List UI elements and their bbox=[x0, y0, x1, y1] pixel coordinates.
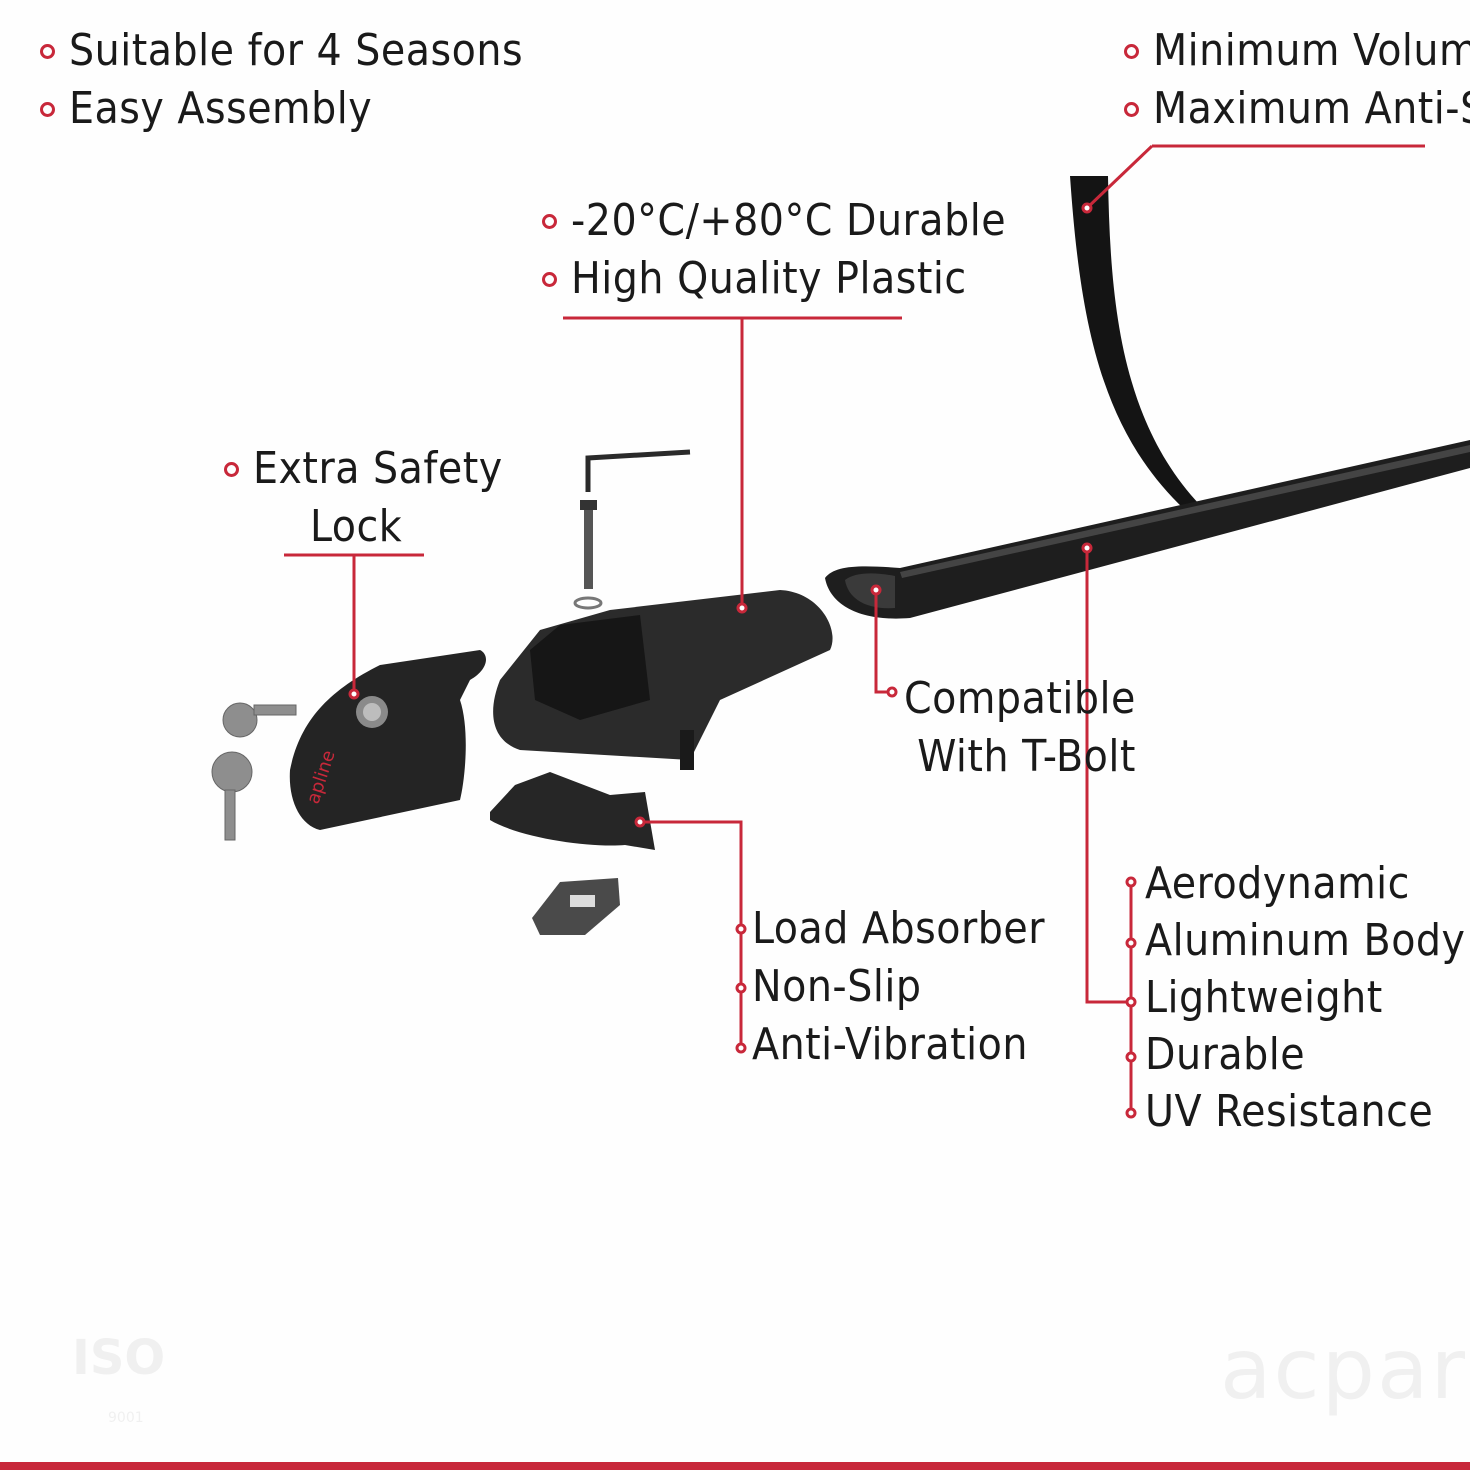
load-absorber-pad bbox=[490, 772, 655, 850]
foot-feature-list: -20°C/+80°C Durable High Quality Plastic bbox=[542, 192, 1006, 308]
bar-feature-item: Aluminum Body bbox=[1145, 915, 1466, 966]
lock-callout-row: Extra Safety bbox=[224, 440, 503, 498]
feature-text: Maximum Anti-Slip bbox=[1153, 83, 1470, 134]
iso-number-watermark: 9001 bbox=[108, 1410, 144, 1426]
feature-text: Suitable for 4 Seasons bbox=[69, 25, 524, 76]
bullet-icon bbox=[1124, 43, 1139, 59]
lock-foot bbox=[289, 650, 486, 830]
feature-text: -20°C/+80°C Durable bbox=[571, 195, 1007, 246]
tbolt-callout-line2: With T-Bolt bbox=[917, 731, 1136, 782]
iso-watermark: ISO bbox=[72, 1330, 166, 1386]
feature-text: High Quality Plastic bbox=[571, 253, 967, 304]
bullet-icon bbox=[224, 461, 239, 477]
feature-item: Minimum Volume bbox=[1124, 22, 1470, 80]
bullet-icon bbox=[542, 271, 557, 287]
bar-feature-item: UV Resistance bbox=[1145, 1086, 1434, 1137]
keys-icon bbox=[211, 702, 297, 841]
tbolt-callout-line1: Compatible bbox=[904, 673, 1136, 724]
pad-feature-list: Load Absorber Non-Slip Anti-Vibration bbox=[752, 900, 1045, 1074]
pad-feature-item: Non-Slip bbox=[752, 961, 922, 1012]
washer bbox=[573, 596, 603, 610]
bar-feature-item: Lightweight bbox=[1145, 972, 1383, 1023]
feature-item: Easy Assembly bbox=[40, 80, 523, 138]
bar-feature-item: Durable bbox=[1145, 1029, 1306, 1080]
feature-item: Suitable for 4 Seasons bbox=[40, 22, 523, 80]
bar-feature-item: Aerodynamic bbox=[1145, 858, 1410, 909]
feature-item: Maximum Anti-Slip bbox=[1124, 80, 1470, 138]
bolt bbox=[584, 504, 593, 589]
lock-callout-line1: Extra Safety bbox=[253, 443, 503, 494]
bar-feature-list: Aerodynamic Aluminum Body Lightweight Du… bbox=[1145, 855, 1465, 1140]
allen-key bbox=[585, 449, 691, 492]
rubber-strip bbox=[1070, 176, 1200, 510]
feature-item: High Quality Plastic bbox=[542, 250, 1006, 308]
lock-callout: Extra Safety Lock bbox=[224, 440, 503, 556]
feature-text: Easy Assembly bbox=[69, 83, 373, 134]
bullet-icon bbox=[40, 101, 55, 117]
bullet-icon bbox=[542, 213, 557, 229]
feature-text: Minimum Volume bbox=[1153, 25, 1470, 76]
bullet-icon bbox=[40, 43, 55, 59]
top-left-feature-list: Suitable for 4 Seasons Easy Assembly bbox=[40, 22, 523, 138]
pad-feature-item: Load Absorber bbox=[752, 903, 1046, 954]
bullet-icon bbox=[1124, 101, 1139, 117]
top-right-feature-list: Minimum Volume Maximum Anti-Slip bbox=[1124, 22, 1470, 138]
feature-item: -20°C/+80°C Durable bbox=[542, 192, 1006, 250]
bottom-accent-bar bbox=[0, 1462, 1470, 1470]
tbolt-callout: Compatible With T-Bolt bbox=[904, 670, 1136, 786]
lock-callout-line2: Lock bbox=[310, 501, 403, 552]
pad-feature-item: Anti-Vibration bbox=[752, 1019, 1028, 1070]
brand-watermark: acpar bbox=[1220, 1320, 1467, 1418]
